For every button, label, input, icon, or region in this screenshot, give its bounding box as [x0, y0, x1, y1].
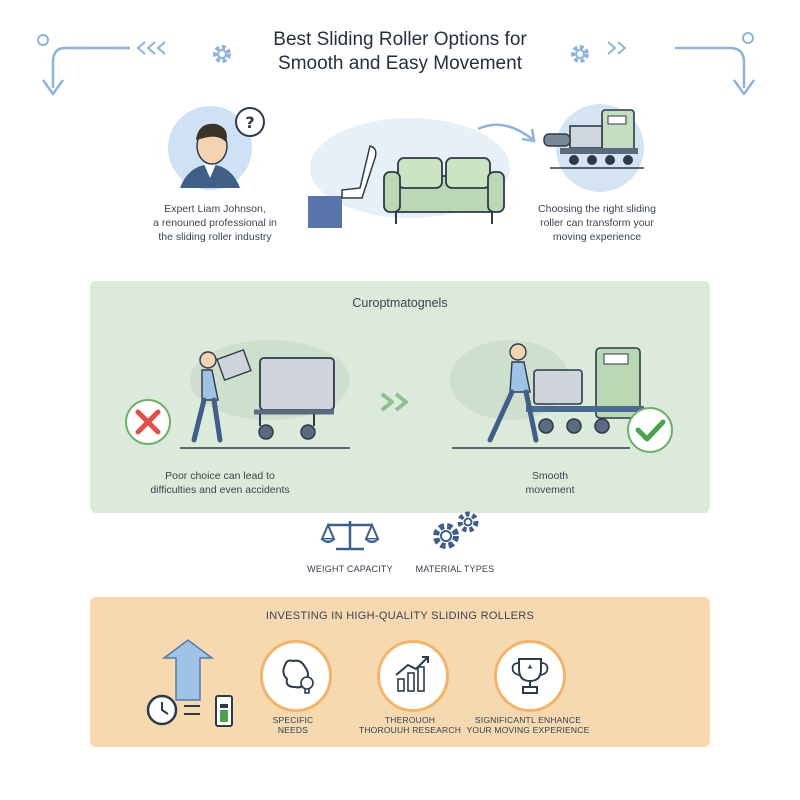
expert-caption: Expert Liam Johnson, a renouned professi…: [153, 203, 277, 243]
enhance-experience-label: SIGNIFICANTL ENHANCE YOUR MOVING EXPERIE…: [466, 715, 590, 735]
page-title: Best Sliding Roller Options for Smooth a…: [200, 28, 600, 76]
investing-title: INVESTING IN HIGH-QUALITY SLIDING ROLLER…: [265, 610, 535, 622]
poor-choice-illustration: [125, 340, 350, 449]
thorough-research-label: THEROUOH THOROUUH RESEARCH: [358, 715, 462, 735]
right-curved-arrow-icon: [607, 32, 756, 96]
double-chevron-right-icon: [380, 392, 408, 412]
weight-capacity-label: WEIGHT CAPACITY: [307, 564, 393, 574]
gear-icon: [213, 45, 231, 63]
smooth-movement-caption: Smooth movement: [525, 470, 575, 496]
poor-choice-caption: Poor choice can lead to difficulties and…: [150, 470, 290, 496]
upgrade-arrow-icon: [146, 639, 233, 727]
material-types-label: MATERIAL TYPES: [415, 564, 495, 574]
balance-scale-icon: [320, 521, 380, 551]
right-caption: Choosing the right sliding roller can tr…: [538, 203, 656, 243]
title-line-2: Smooth and Easy Movement: [278, 53, 522, 74]
trophy-icon: [494, 640, 566, 712]
growth-chart-icon: [377, 640, 449, 712]
expert-avatar-icon: ?: [168, 106, 265, 190]
comparison-title: Curoptmatognels: [352, 296, 448, 310]
curved-arrow-icon: [477, 123, 536, 143]
gear-icon-right: [571, 45, 589, 63]
sofa-push-illustration: [308, 118, 510, 228]
specific-needs-label: SPECIFIC NEEDS: [272, 715, 314, 735]
gears-icon: [433, 511, 479, 549]
brain-idea-icon: [260, 640, 332, 712]
smooth-movement-illustration: [450, 340, 673, 453]
svg-text:?: ?: [245, 113, 254, 132]
left-curved-arrow-icon: [37, 34, 166, 96]
roller-machine-icon: [543, 104, 644, 192]
title-line-1: Best Sliding Roller Options for: [273, 29, 527, 50]
